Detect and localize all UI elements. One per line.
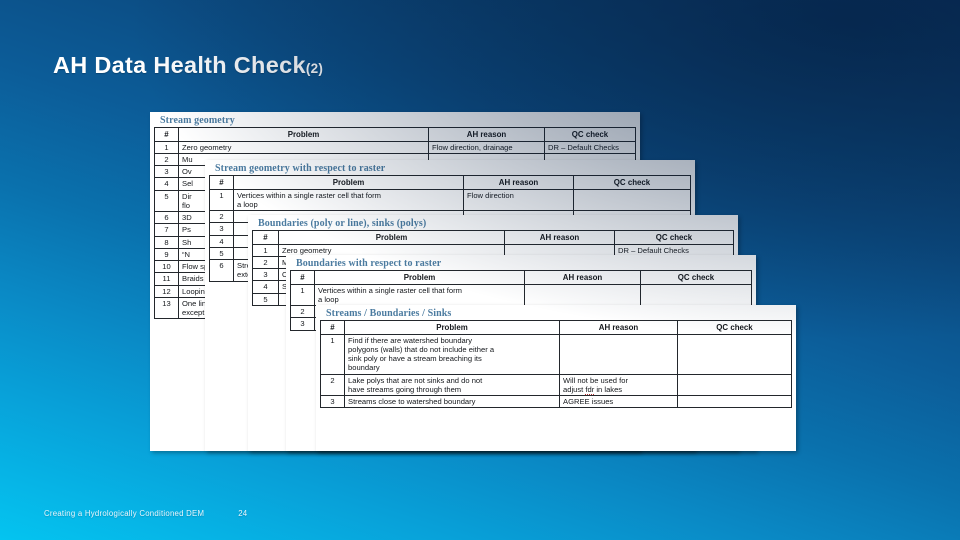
cell-number: 7	[154, 223, 179, 237]
cell-number: 8	[154, 235, 179, 249]
col-header-reason: AH reason	[428, 127, 545, 142]
cell-number: 1	[290, 283, 315, 307]
cell-problem: Lake polys that are not sinks and do not…	[344, 373, 560, 397]
cell-number: 5	[209, 246, 234, 261]
col-header-qc: QC check	[544, 127, 636, 142]
cell-number: 1	[154, 140, 179, 154]
table-caption: Stream geometry	[160, 115, 235, 126]
table-header-row: # Problem AH reason QC check	[154, 127, 636, 142]
table-header-row: # Problem AH reason QC check	[320, 320, 792, 335]
cell-number: 4	[209, 234, 234, 248]
cell-number: 1	[209, 188, 234, 212]
cell-number: 2	[154, 152, 179, 167]
cell-reason	[524, 283, 641, 307]
cell-number: 5	[154, 189, 179, 213]
cell-problem: Streams close to watershed boundary	[344, 395, 560, 409]
table-header-row: # Problem AH reason QC check	[290, 270, 752, 285]
cell-reason: AGREE issues	[559, 395, 678, 409]
footer-label: Creating a Hydrologically Conditioned DE…	[44, 509, 205, 518]
cell-problem: Vertices within a single raster cell tha…	[233, 188, 464, 212]
cell-qc	[677, 373, 792, 397]
cell-reason	[559, 333, 678, 375]
cell-number: 2	[320, 373, 345, 397]
cell-qc: DR – Default Checks	[544, 140, 636, 154]
col-header-reason: AH reason	[524, 270, 641, 285]
col-header-reason: AH reason	[504, 230, 615, 245]
col-header-qc: QC check	[573, 175, 691, 190]
cell-number: 5	[252, 292, 279, 306]
cell-number: 1	[252, 243, 279, 257]
col-header-number: #	[252, 230, 279, 245]
col-header-number: #	[290, 270, 315, 285]
cell-number: 2	[252, 255, 279, 270]
table-panel-streams-boundaries-sinks[interactable]: Streams / Boundaries / Sinks # Problem A…	[316, 305, 796, 451]
col-header-qc: QC check	[614, 230, 734, 245]
cell-number: 12	[154, 284, 179, 298]
col-header-problem: Problem	[278, 230, 505, 245]
cell-qc	[677, 395, 792, 409]
cell-number: 3	[154, 165, 179, 179]
cell-number: 6	[154, 211, 179, 225]
cell-number: 3	[209, 222, 234, 236]
table-header-row: # Problem AH reason QC check	[252, 230, 734, 245]
slide-footer: Creating a Hydrologically Conditioned DE…	[44, 509, 247, 518]
cell-problem: Vertices within a single raster cell tha…	[314, 283, 525, 307]
cell-number: 6	[209, 259, 234, 282]
cell-number: 11	[154, 272, 179, 286]
cell-number: 3	[320, 395, 345, 409]
cell-reason: Flow direction, drainage	[428, 140, 545, 154]
col-header-reason: AH reason	[559, 320, 678, 335]
col-header-number: #	[320, 320, 345, 335]
cell-number: 1	[320, 333, 345, 375]
table-caption: Boundaries with respect to raster	[296, 258, 442, 269]
cell-number: 4	[252, 280, 279, 294]
cell-qc	[573, 188, 691, 212]
cell-number: 10	[154, 260, 179, 274]
cell-qc	[640, 283, 752, 307]
col-header-problem: Problem	[344, 320, 560, 335]
cell-number: 3	[252, 268, 279, 282]
cell-number: 2	[290, 305, 315, 319]
col-header-number: #	[154, 127, 179, 142]
col-header-problem: Problem	[178, 127, 429, 142]
cell-number: 3	[290, 317, 315, 331]
table-header-row: # Problem AH reason QC check	[209, 175, 691, 190]
cell-number: 2	[209, 210, 234, 224]
table-caption: Streams / Boundaries / Sinks	[326, 308, 452, 319]
cell-problem: Zero geometry	[178, 140, 429, 154]
col-header-qc: QC check	[640, 270, 752, 285]
col-header-problem: Problem	[233, 175, 464, 190]
page-title-suffix: (2)	[305, 61, 324, 76]
col-header-qc: QC check	[677, 320, 792, 335]
table-caption: Stream geometry with respect to raster	[215, 163, 386, 174]
col-header-reason: AH reason	[463, 175, 574, 190]
table-caption: Boundaries (poly or line), sinks (polys)	[258, 218, 427, 229]
cell-reason: Flow direction	[463, 188, 574, 212]
page-title-main: AH Data Health Check	[53, 52, 306, 78]
cell-number: 13	[154, 296, 179, 320]
col-header-number: #	[209, 175, 234, 190]
page-title: AH Data Health Check(2)	[53, 52, 323, 79]
slide-number: 24	[238, 509, 248, 518]
cell-qc	[677, 333, 792, 375]
cell-number: 9	[154, 247, 179, 262]
col-header-problem: Problem	[314, 270, 525, 285]
cell-number: 4	[154, 177, 179, 191]
